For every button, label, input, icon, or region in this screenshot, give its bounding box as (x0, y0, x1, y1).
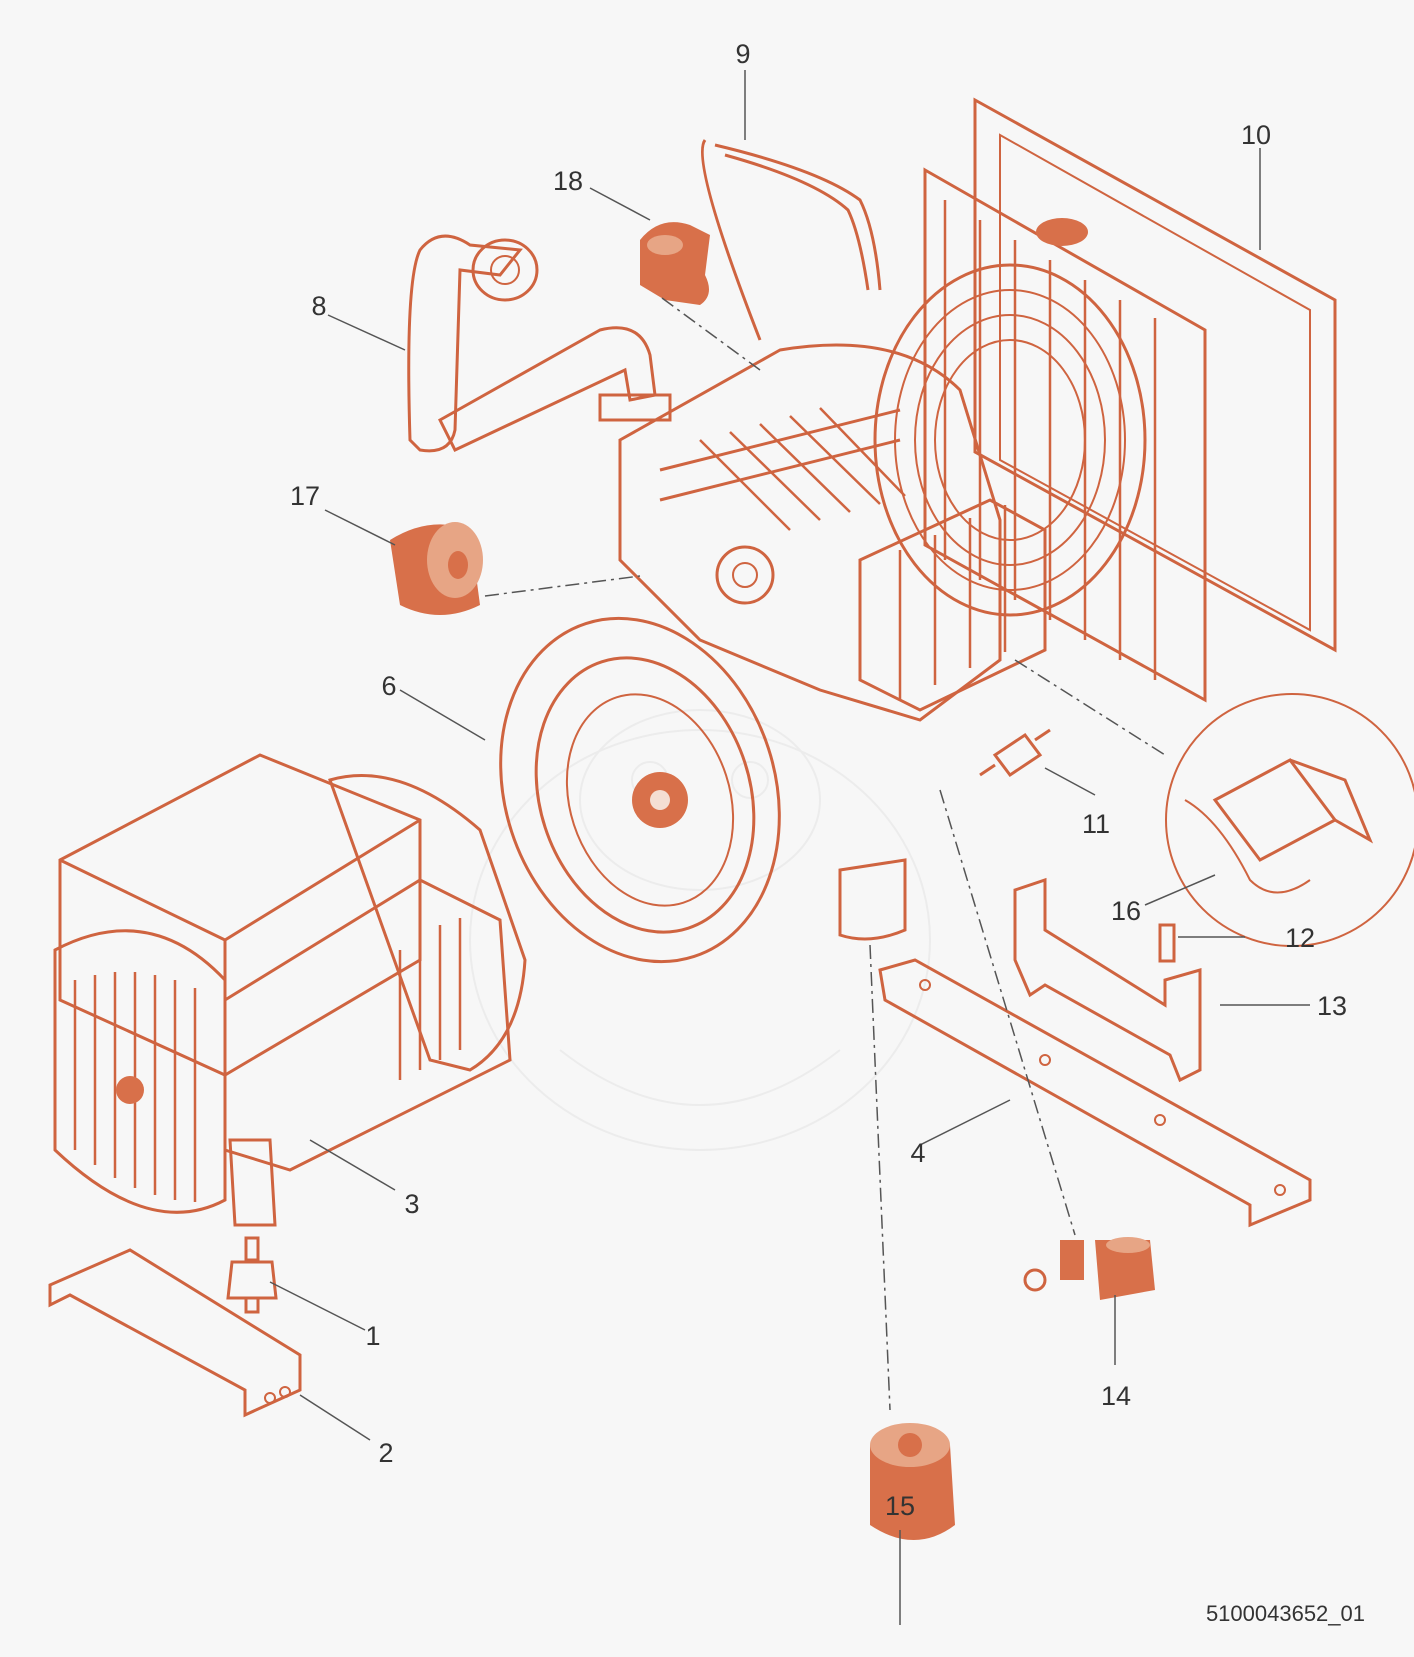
watermark-mascot (469, 709, 931, 1151)
callout-15: 15 (885, 1491, 915, 1521)
air-filter-element (390, 522, 483, 615)
inline-fuel-filter (979, 728, 1051, 778)
stepped-bracket (1013, 877, 1202, 1083)
callout-12: 12 (1285, 923, 1315, 953)
callout-17: 17 (290, 481, 320, 511)
small-plate (1158, 923, 1176, 963)
callout-9: 9 (735, 39, 750, 69)
fan-shroud (873, 263, 1147, 617)
anti-vibration-mount (226, 1236, 278, 1314)
hose-loop (700, 139, 882, 341)
callout-10: 10 (1241, 120, 1271, 150)
callout-11: 11 (1082, 809, 1110, 839)
engine-block (618, 343, 1047, 722)
callout-2: 2 (378, 1438, 393, 1468)
callout-13: 13 (1317, 991, 1347, 1021)
drawing-code: 5100043652_01 (1206, 1601, 1365, 1626)
callout-16: 16 (1111, 896, 1141, 926)
oil-filter (870, 1423, 955, 1540)
detail-inset (1165, 693, 1414, 947)
leader-lines (269, 70, 1310, 1625)
exhaust-pipe (407, 234, 672, 453)
mounted-filter (838, 858, 907, 941)
long-support-bar (878, 958, 1312, 1228)
callout-14: 14 (1101, 1381, 1131, 1411)
callout-1: 1 (365, 1321, 380, 1351)
flywheel-housing (499, 616, 781, 964)
lower-bracket (48, 1248, 302, 1418)
alternator (53, 753, 527, 1227)
callout-labels: 1 2 3 4 6 8 9 10 11 12 13 14 15 16 17 18 (290, 39, 1347, 1521)
fuel-pump (1023, 1237, 1155, 1300)
callout-3: 3 (404, 1189, 419, 1219)
callout-8: 8 (311, 291, 326, 321)
callout-18: 18 (553, 166, 583, 196)
thermostat-housing (640, 222, 710, 305)
assembly-lines (484, 297, 1166, 1411)
callout-6: 6 (381, 671, 396, 701)
callout-4: 4 (910, 1138, 925, 1168)
radiator-panel (923, 97, 1337, 703)
